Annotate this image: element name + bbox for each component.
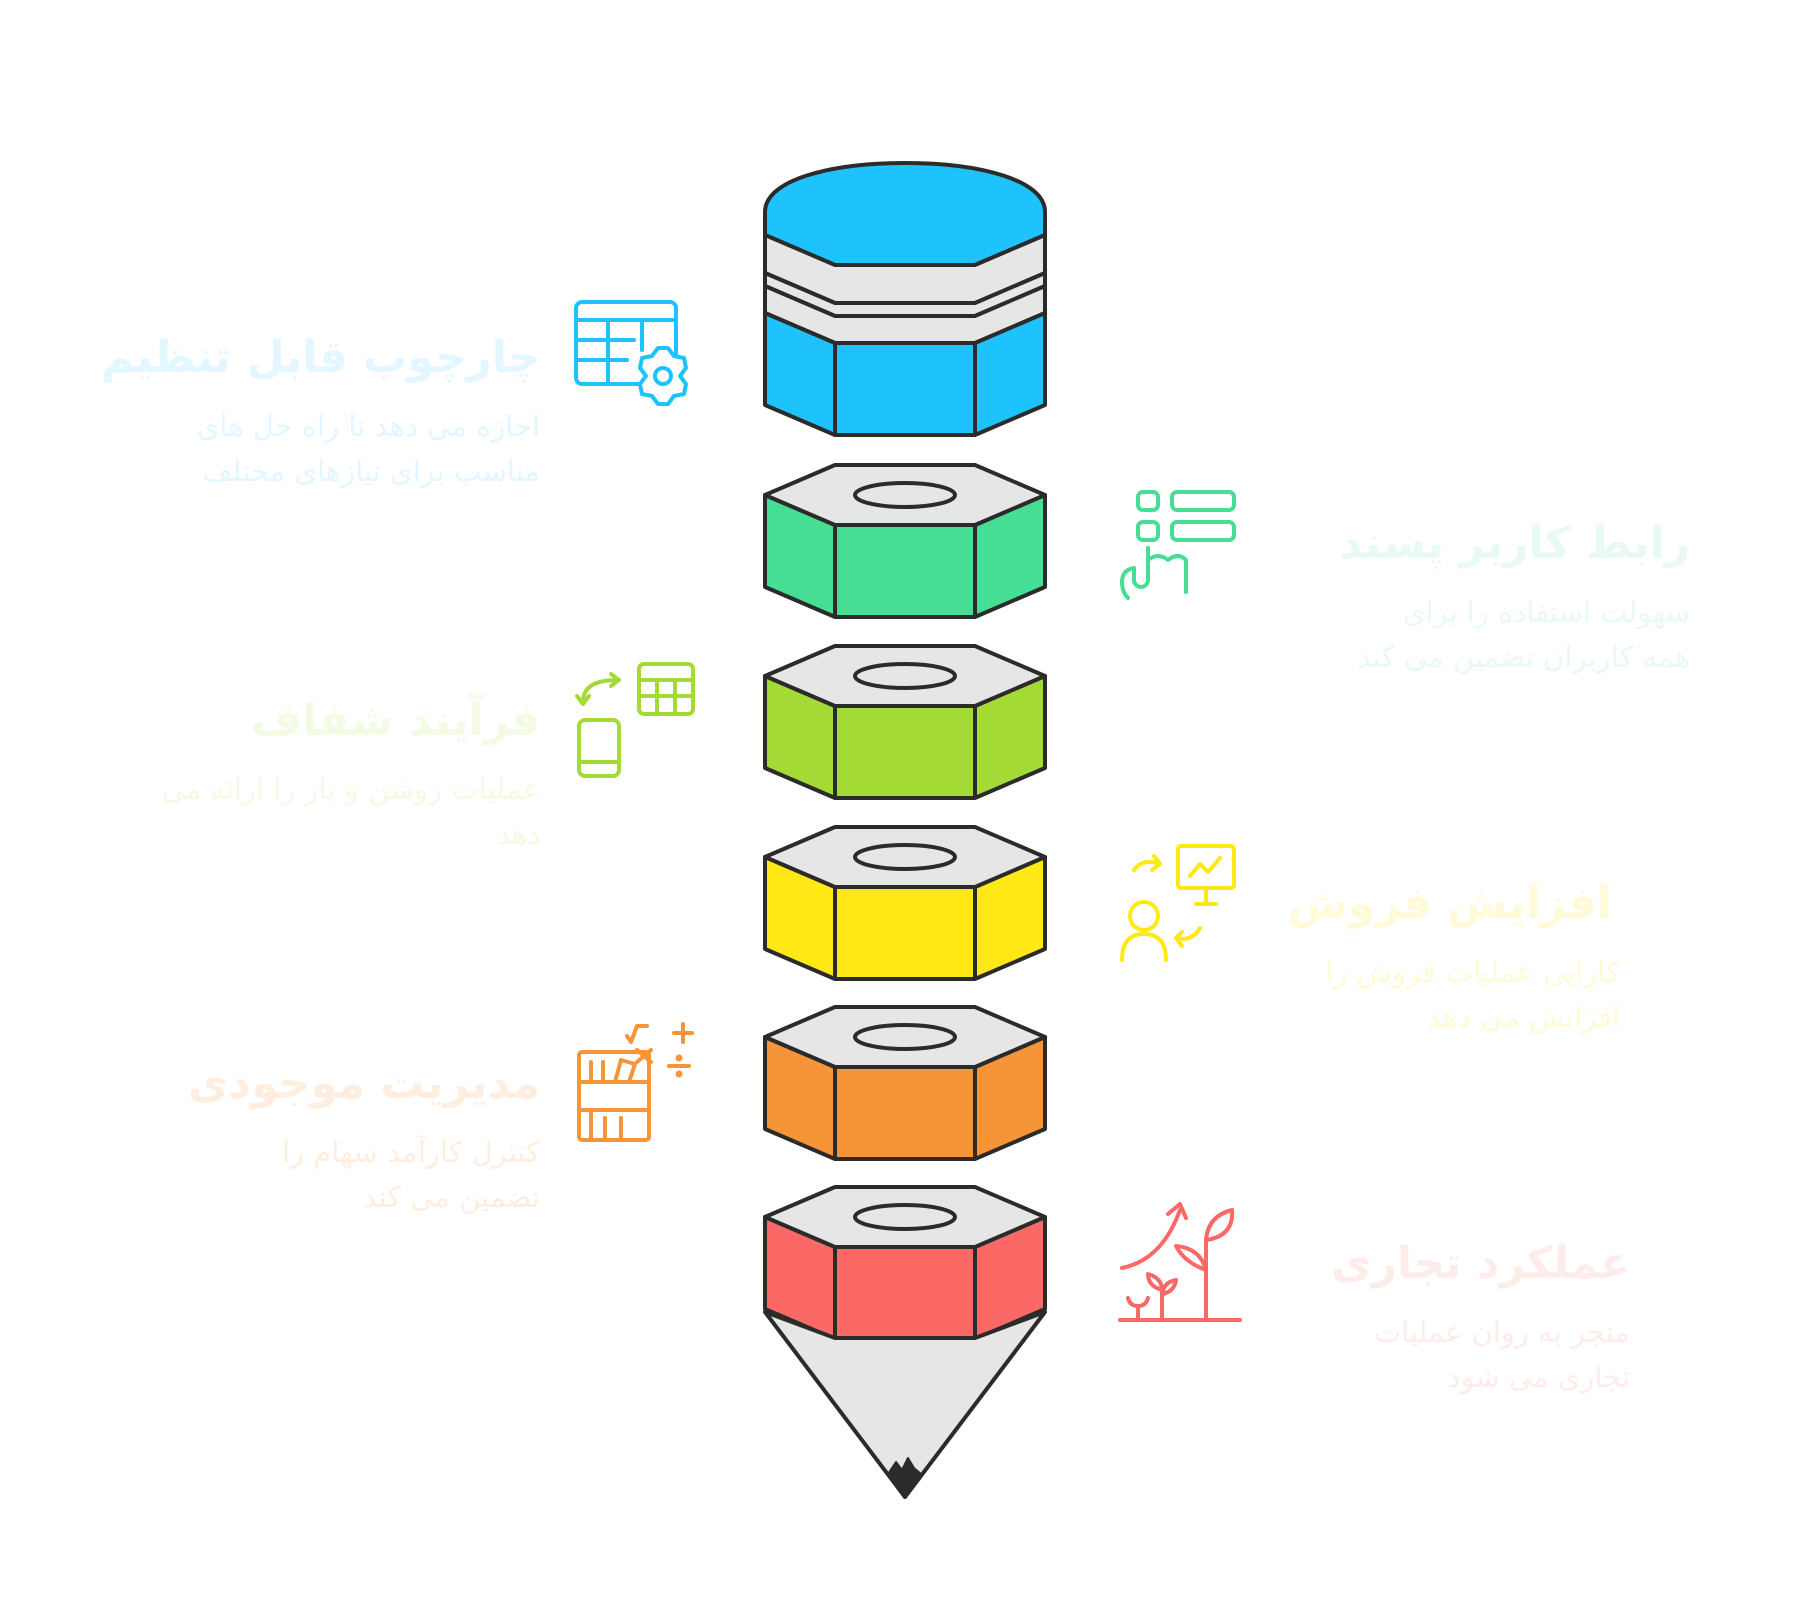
title-sales-increase: افزایش فروش <box>1287 878 1612 929</box>
segment-hole <box>853 662 957 690</box>
desc-business-performance: منجر به روان عملیات تجاری می شود <box>1373 1315 1630 1394</box>
pencil-lead <box>887 1457 922 1498</box>
segment-hole <box>853 1203 957 1231</box>
pencil-segment-sales-increase <box>763 825 1047 981</box>
presenter-chart-icon <box>1118 842 1240 964</box>
pencil-segment-business-performance <box>763 1185 1047 1341</box>
growth-plant-icon <box>1118 1200 1242 1324</box>
bookshelf-math-icon <box>575 1022 700 1144</box>
segment-hole <box>853 843 957 871</box>
desc-customizable-framework: اجازه می دهد تا راه حل های مناسب برای نی… <box>196 409 540 488</box>
desc-transparent-process: عملیات روشن و باز را ارائه می دهد <box>161 772 540 851</box>
title-business-performance: عملکرد تجاری <box>1331 1238 1630 1289</box>
pencil-eraser-segment <box>763 161 1047 437</box>
label-sales-increase: افزایش فروش کارایی عملیات فروش را افزایش… <box>1280 876 1620 1040</box>
label-inventory-management: مدیریت موجودی کنترل کارآمد سهام را تضمین… <box>120 1056 540 1220</box>
label-user-friendly-interface: رابط کاربر پسند سهولت استفاده را برای هم… <box>1320 516 1690 680</box>
pencil-segment-user-friendly-interface <box>763 463 1047 619</box>
eraser-dome <box>763 161 1047 267</box>
label-customizable-framework: چارچوب قابل تنظیم اجازه می دهد تا راه حل… <box>85 330 540 494</box>
desc-inventory-management: کنترل کارآمد سهام را تضمین می کند <box>281 1135 540 1214</box>
segment-hole <box>853 1023 957 1051</box>
spreadsheet-gear-icon <box>572 298 697 420</box>
title-inventory-management: مدیریت موجودی <box>188 1058 540 1109</box>
label-business-performance: عملکرد تجاری منجر به روان عملیات تجاری م… <box>1300 1236 1630 1400</box>
pencil-segment-inventory-management <box>763 1005 1047 1161</box>
desc-user-friendly-interface: سهولت استفاده را برای همه کاربران تضمین … <box>1357 595 1690 674</box>
segment-hole <box>853 481 957 509</box>
touch-interface-icon <box>1118 488 1238 600</box>
pencil-tip <box>763 1310 1047 1499</box>
title-user-friendly-interface: رابط کاربر پسند <box>1339 518 1690 569</box>
title-transparent-process: فرآیند شفاف <box>250 695 540 746</box>
label-transparent-process: فرآیند شفاف عملیات روشن و باز را ارائه م… <box>120 693 540 857</box>
desc-sales-increase: کارایی عملیات فروش را افزایش می دهد <box>1325 955 1621 1034</box>
mobile-sync-icon <box>575 660 697 780</box>
pencil-segment-transparent-process <box>763 644 1047 800</box>
title-customizable-framework: چارچوب قابل تنظیم <box>101 332 540 383</box>
